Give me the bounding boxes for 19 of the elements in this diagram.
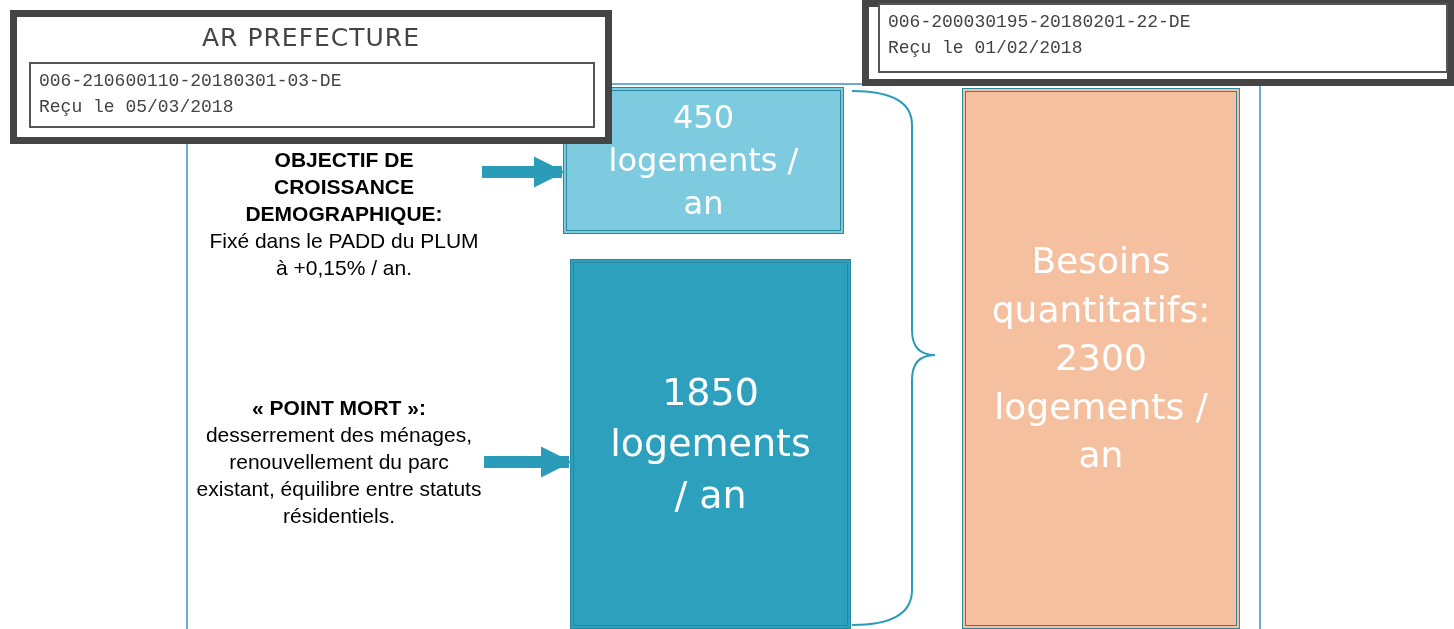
description-text: desserrement des ménages, renouvellement du parc existant, équilibre entre statuts résidentiels. [196, 422, 482, 529]
heading-text: « POINT MORT »: [251, 395, 427, 421]
heading-text: OBJECTIF DE CROISSANCE DEMOGRAPHIQUE: [244, 147, 444, 227]
value-text: 450 logements / an [607, 96, 800, 225]
description-text: Fixé dans le PADD du PLUM à +0,15% / an. [208, 228, 480, 281]
receipt-date: Reçu le 05/03/2018 [39, 96, 234, 119]
stamp-box [10, 10, 612, 144]
stamp-inner-box [878, 3, 1448, 73]
reference-number: 006-200030195-20180201-22-DE [888, 11, 1191, 34]
value-text: Besoins quantitatifs: 2300 logements / an [990, 239, 1212, 478]
value-box [570, 259, 851, 629]
reference-number: 006-210600110-20180301-03-DE [39, 70, 342, 93]
stamp-box [862, 0, 1454, 86]
total-box [962, 88, 1240, 629]
value-text: 1850 logements / an [609, 369, 812, 519]
value-box [563, 87, 844, 234]
stamp-inner-box [29, 62, 595, 128]
stamp-title: AR PREFECTURE [201, 23, 421, 52]
receipt-date: Reçu le 01/02/2018 [888, 37, 1083, 60]
